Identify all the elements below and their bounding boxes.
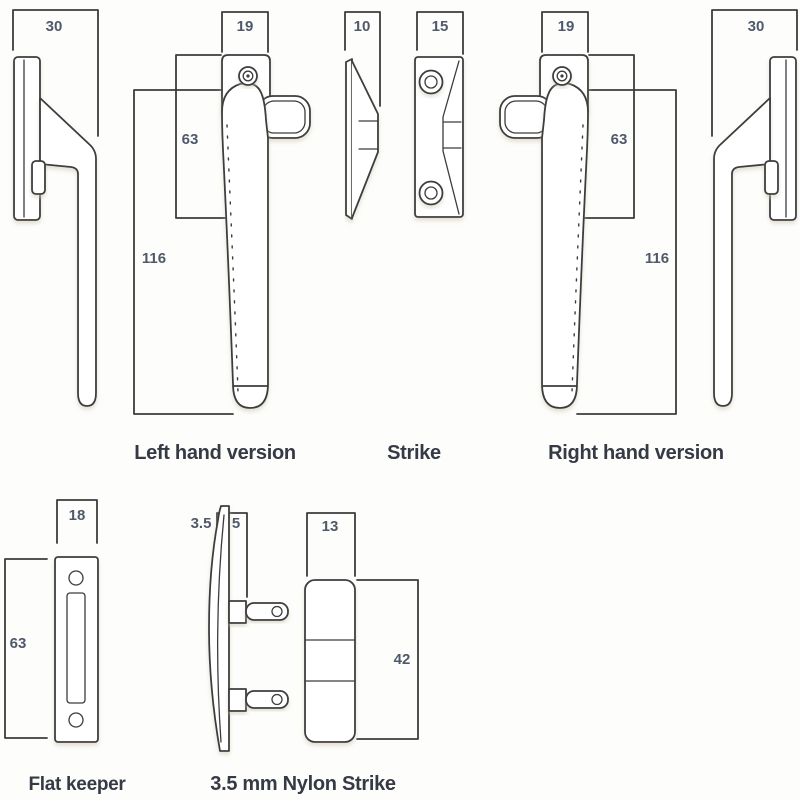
stud-top-tip [271,605,283,618]
dim-text-nylon-width: 13 [322,518,339,535]
stud-top [245,602,289,621]
nylon-front-division-lines [304,639,356,682]
dim-bracket-18 [56,499,98,544]
left-side-view-geometry [13,10,98,406]
keeper-screw-hole-bottom [68,712,84,728]
strike-front-ridge-lines [442,60,462,215]
strike-side-plate [345,58,353,220]
dim-text-left-front-overall: 116 [142,250,166,267]
left-hand-version-label: Left hand version [134,442,296,464]
strike-front-view: 15 [414,11,464,218]
nylon-strike-side-view: 3.5 5 [191,505,289,752]
strike-front-body [414,56,464,218]
dim-bracket-63-keeper [4,558,48,739]
keeper-screw-hole-top [68,570,84,586]
keeper-slot [66,592,86,704]
dim-text-right-side-width: 30 [748,18,765,35]
dim-text-right-front-width: 19 [558,18,575,35]
dim-bracket-15 [416,11,464,55]
stud-base-bottom [228,688,247,712]
strike-side-wedge [351,60,379,219]
left-side-view: 30 [13,10,98,406]
dim-text-right-front-overall: 116 [645,250,669,267]
dim-text-nylon-height: 42 [394,651,411,668]
dim-text-keeper-width: 18 [69,507,86,524]
strike-side-land-lines [358,120,379,150]
left-front-view: 19 63 116 [134,12,310,414]
dim-text-left-side-width: 30 [46,18,63,35]
strike-side-view: 10 [344,11,381,220]
right-front-view: 19 63 116 [500,12,676,414]
dim-bracket-10 [344,11,381,107]
dim-text-left-front-backplate: 63 [182,131,199,148]
right-side-view-geometry [712,10,797,406]
dim-bracket-42 [356,579,419,740]
dim-text-nylon-stud: 5 [232,515,240,532]
strike-screw-hole-bottom-inner [424,186,438,200]
nylon-plate [208,505,230,752]
strike-label: Strike [387,442,441,464]
nylon-strike-front-view: 13 42 [304,512,419,743]
nylon-front-body [304,579,356,743]
nylon-strike-label: 3.5 mm Nylon Strike [210,773,396,795]
nylon-plate-face-line [216,514,225,743]
left-front-view-geometry [134,12,310,414]
right-front-view-geometry [500,12,676,414]
flat-keeper-view: 18 63 [4,499,99,743]
dim-bracket-13 [306,512,356,577]
keeper-body [54,556,99,743]
strike-screw-hole-bottom [418,180,444,206]
dim-text-strike-depth: 10 [354,18,371,35]
stud-bottom-tip [271,693,283,706]
right-side-view: 30 [712,10,797,406]
dim-text-keeper-height: 63 [10,635,27,652]
flat-keeper-label: Flat keeper [28,774,126,795]
right-hand-version-label: Right hand version [548,442,724,464]
strike-screw-hole-top [418,69,444,95]
stud-base-top [228,600,247,624]
dim-text-strike-width: 15 [432,18,449,35]
strike-screw-hole-top-inner [424,75,438,89]
stud-bottom [245,690,289,709]
dim-text-nylon-thickness: 3.5 [191,515,212,532]
dim-text-right-front-backplate: 63 [611,131,628,148]
dim-text-left-front-width: 19 [237,18,254,35]
